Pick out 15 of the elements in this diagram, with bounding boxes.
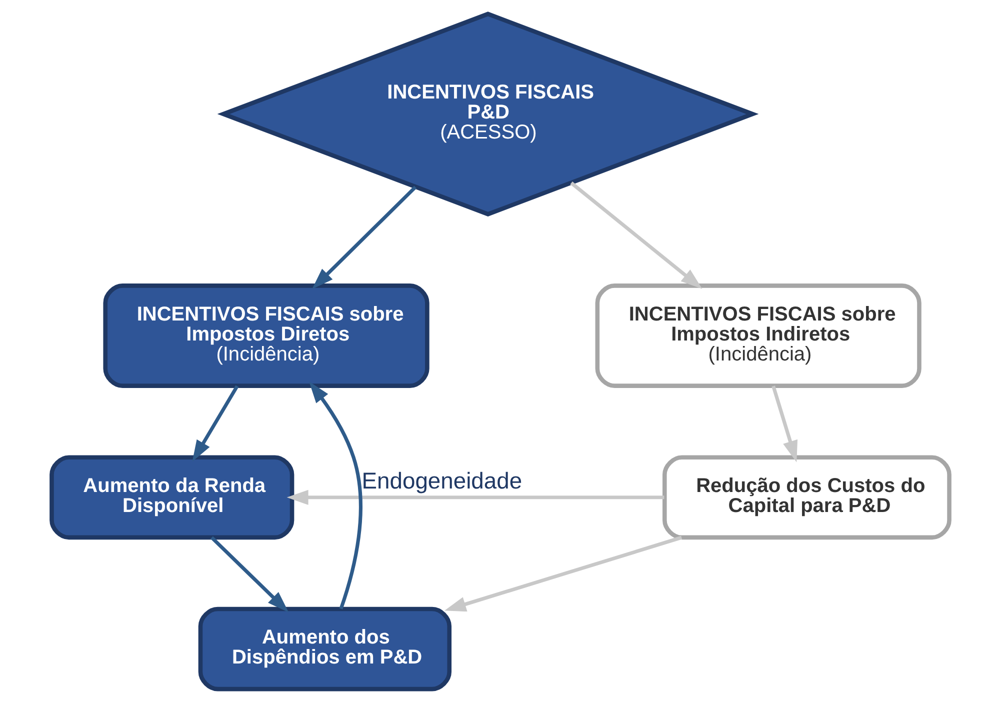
node-box: INCENTIVOS FISCAIS sobre Impostos Indiretos (Incidência) (594, 284, 921, 388)
edge-label: Endogeneidade (361, 467, 522, 494)
arrow (210, 536, 288, 612)
arrow (771, 386, 798, 462)
arrow (286, 490, 664, 505)
node-box: INCENTIVOS FISCAIS sobre Impostos Diretos (Incidência) (102, 284, 429, 388)
node-diamond: INCENTIVOS FISCAIS P&D (ACESSO) (216, 12, 758, 216)
arrow (444, 536, 682, 612)
node-box: Aumento da Renda Disponível (49, 455, 294, 540)
arrow (308, 382, 362, 610)
node-box: Redução dos Custos do Capital para P&D (662, 455, 951, 540)
arrow (570, 182, 702, 289)
node-box: Aumento dos Dispêndios em P&D (198, 606, 451, 692)
arrow (192, 385, 238, 462)
arrow (312, 186, 416, 290)
